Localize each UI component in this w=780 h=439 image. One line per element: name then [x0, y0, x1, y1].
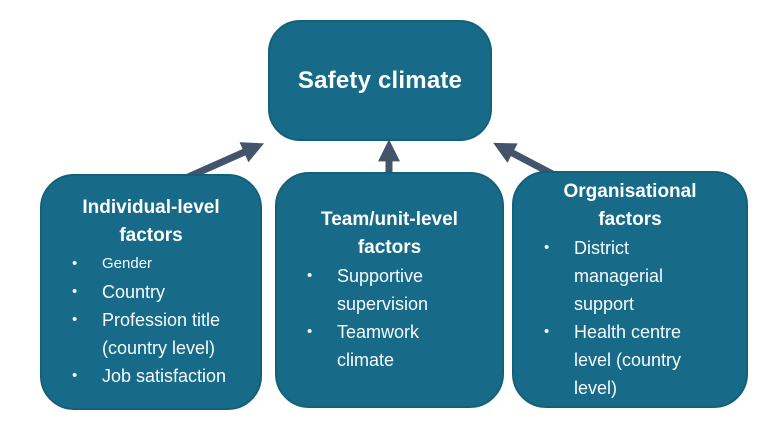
individual-level-factors-box: Individual-level factors • Gender • Coun…: [40, 174, 262, 410]
bullet-icon: •: [307, 267, 313, 284]
bullet-icon: •: [307, 323, 313, 340]
organisational-factors-list: • District managerial support • Health c…: [522, 234, 738, 402]
safety-climate-title: Safety climate: [297, 66, 463, 94]
bullet-icon: •: [72, 367, 78, 384]
list-item-label: Profession title (country level): [102, 310, 221, 358]
bullet-icon: •: [72, 255, 78, 272]
list-item-label: Health centre level (country level): [574, 321, 682, 398]
list-item-label: Supportive supervision: [337, 266, 429, 314]
bullet-icon: •: [72, 311, 78, 328]
list-item: • Supportive supervision: [301, 262, 490, 318]
list-item: • Profession title (country level): [66, 306, 248, 362]
safety-climate-box: Safety climate: [268, 20, 492, 141]
list-item-label: Gender: [102, 255, 153, 272]
organisational-factors-title: Organisational factors: [563, 180, 697, 230]
bullet-icon: •: [72, 283, 78, 300]
list-item: • Gender: [66, 250, 248, 278]
list-item-label: Job satisfaction: [102, 366, 227, 386]
team-unit-level-factors-box: Team/unit-level factors • Supportive sup…: [275, 172, 504, 408]
list-item: • District managerial support: [538, 234, 734, 318]
list-item: • Health centre level (country level): [538, 318, 734, 402]
team-unit-level-factors-title: Team/unit-level factors: [321, 209, 458, 258]
list-item-label: District managerial support: [574, 237, 664, 314]
list-item-label: Teamwork climate: [337, 322, 420, 370]
list-item: • Teamwork climate: [301, 318, 490, 374]
organisational-factors-box: Organisational factors • District manage…: [512, 171, 748, 408]
list-item-label: Country: [102, 282, 166, 302]
list-item: • Country: [66, 278, 248, 306]
individual-level-factors-list: • Gender • Country • Profession title (c…: [50, 250, 252, 390]
team-unit-level-factors-list: • Supportive supervision • Teamwork clim…: [285, 262, 494, 374]
bullet-icon: •: [544, 322, 550, 340]
bullet-icon: •: [544, 238, 550, 256]
individual-level-factors-title: Individual-level factors: [82, 197, 220, 246]
list-item: • Job satisfaction: [66, 362, 248, 390]
